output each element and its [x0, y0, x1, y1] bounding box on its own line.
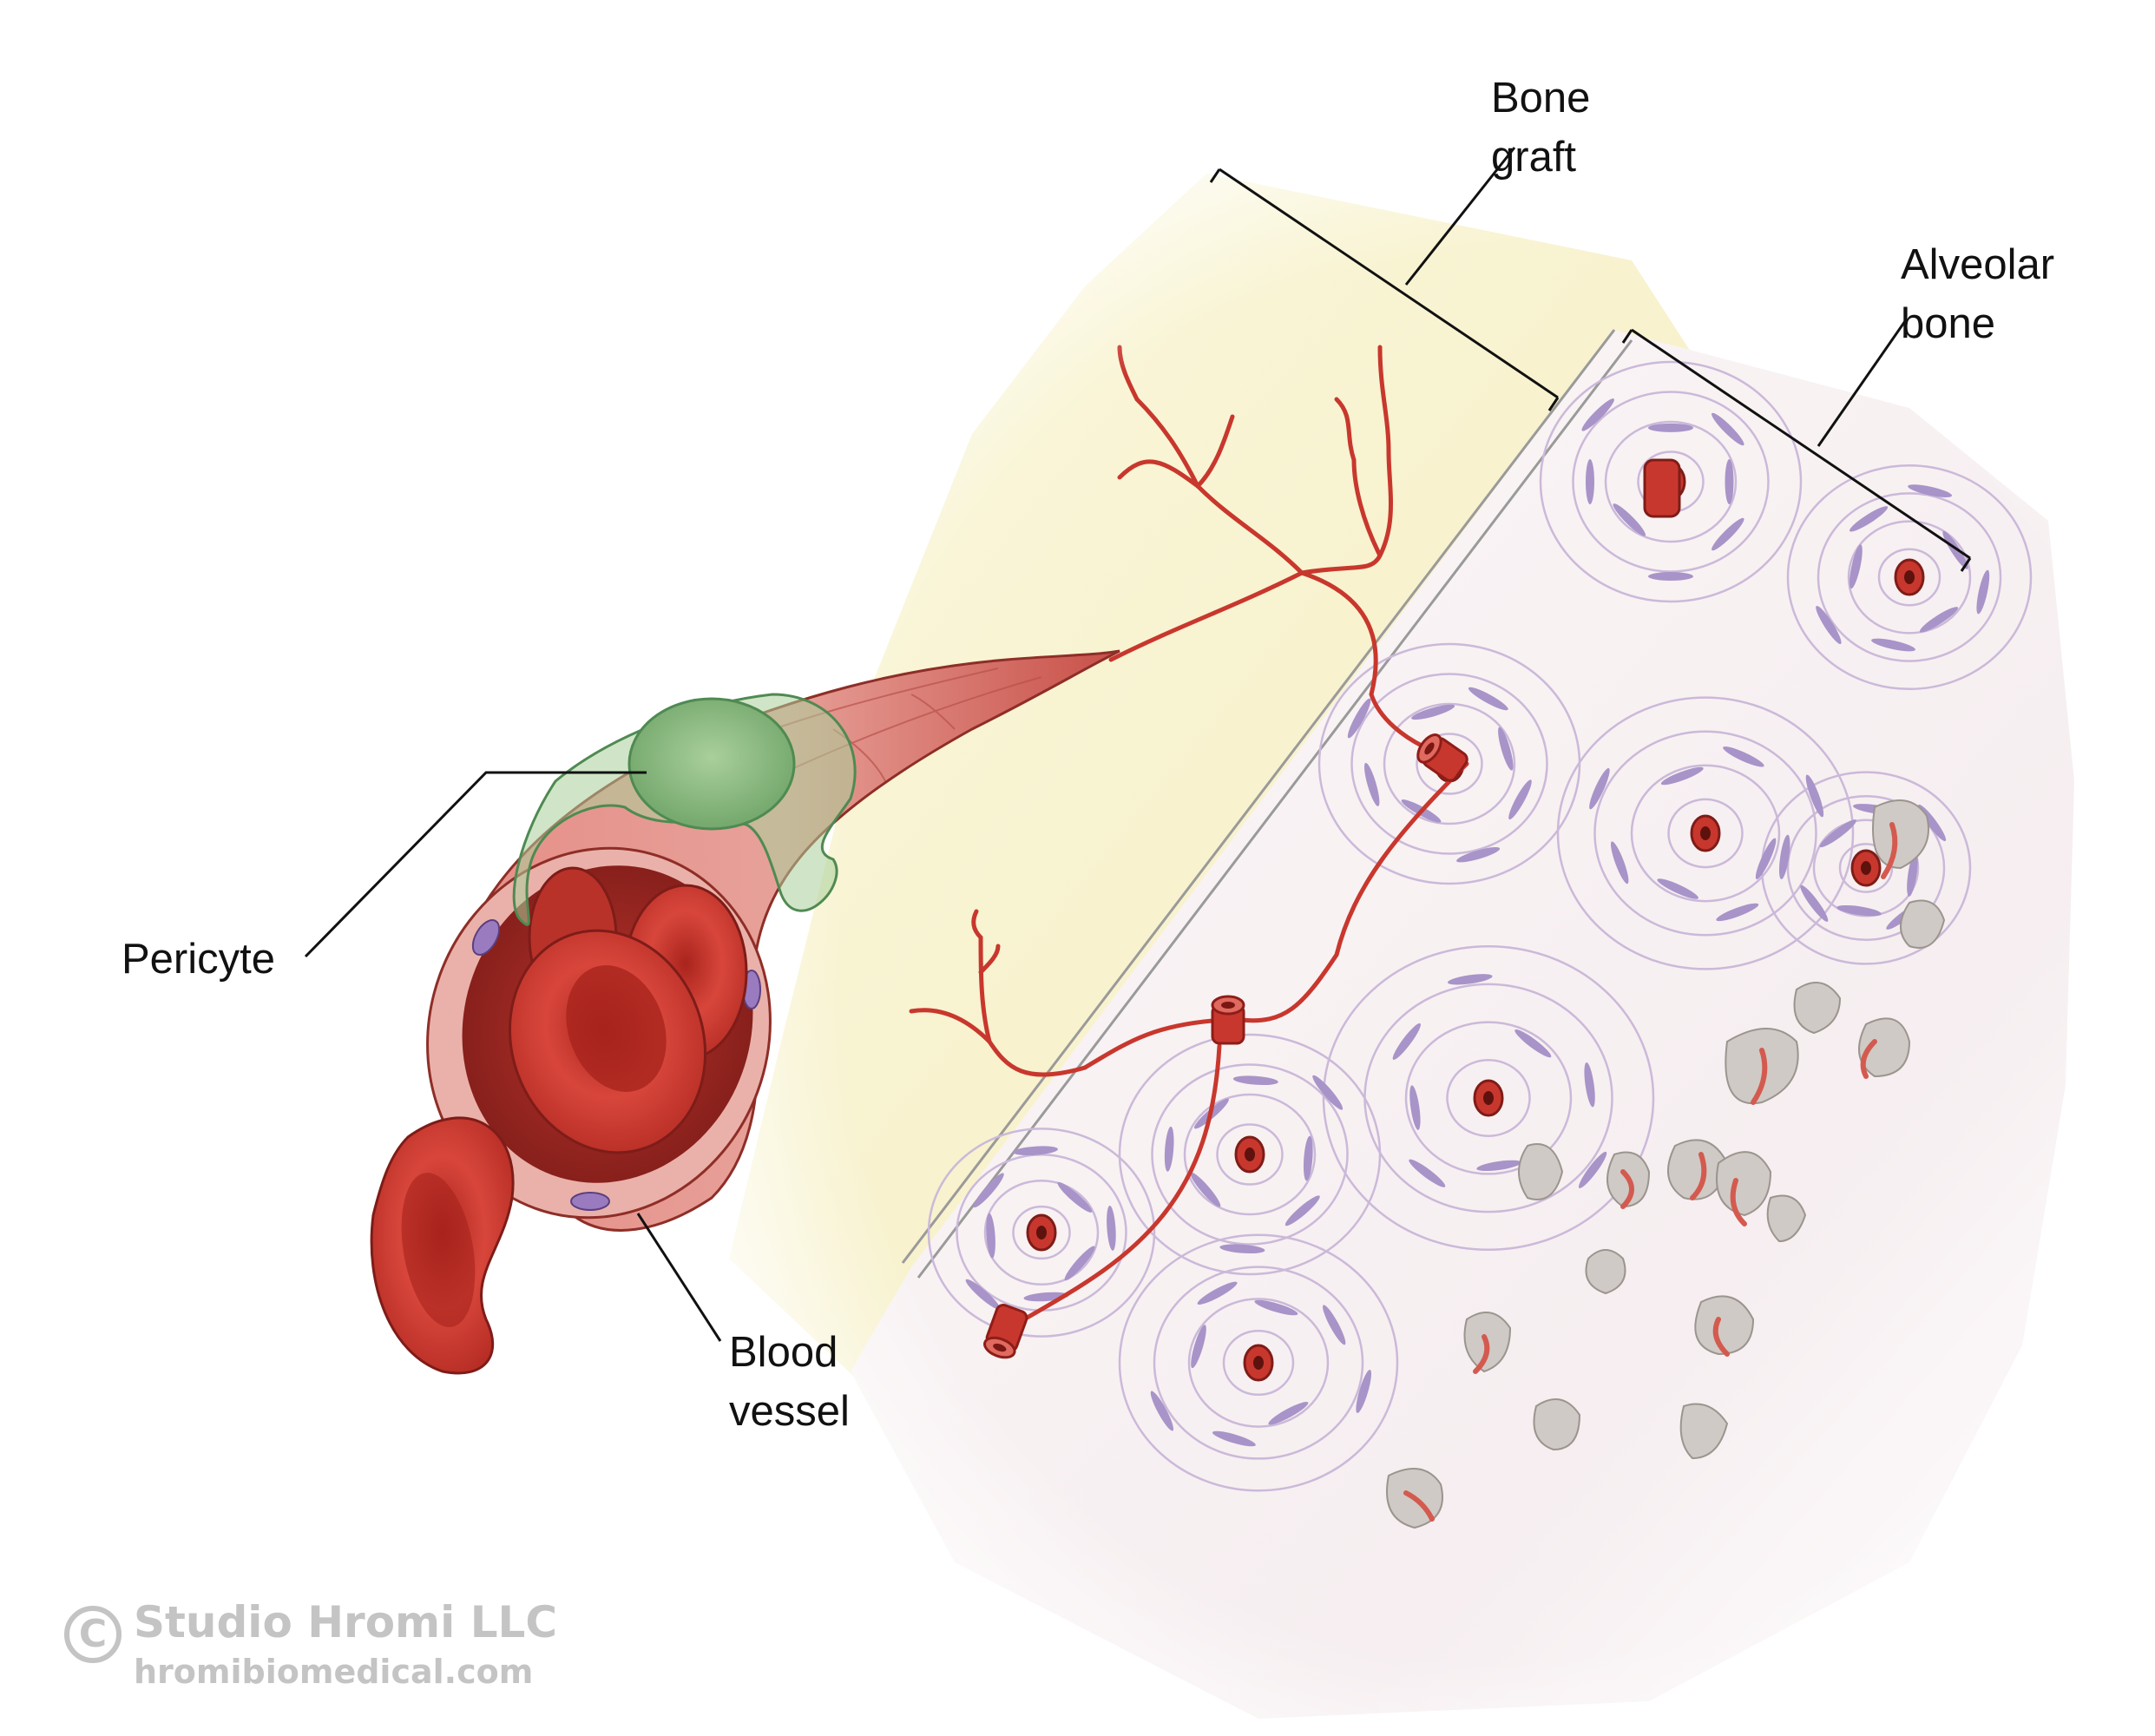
red-blood-cell: [370, 1116, 515, 1375]
leader-lines: [304, 147, 1972, 1342]
alveolar-bone-leader: [1817, 320, 1907, 447]
pericyte-label: Pericyte: [122, 930, 275, 990]
bone-graft-label-line-1: Bone: [1491, 75, 1591, 122]
alveolar-bone-bracket: [1631, 328, 1971, 560]
blood-vessel-label-line-1: Blood: [729, 1329, 838, 1376]
blood-vessel-label: Blood vessel: [729, 1324, 850, 1441]
blood-vessel-leader: [636, 1213, 722, 1342]
bone-graft-label-line-2: graft: [1491, 133, 1577, 181]
blood-vessel-label-line-2: vessel: [729, 1387, 850, 1435]
bone-graft-leader: [1404, 147, 1516, 286]
alveolar-bone-label-line-1: Alveolar: [1901, 241, 2055, 288]
watermark-website: hromibiomedical.com: [134, 1653, 534, 1691]
bone-graft-label: Bone graft: [1491, 69, 1590, 187]
alveolar-bone-label-line-2: bone: [1901, 299, 1996, 347]
pericyte-cell: [512, 693, 857, 926]
red-blood-cells-inside: [508, 866, 748, 1154]
pericyte-label-text: Pericyte: [122, 936, 276, 983]
blood-vessel: [426, 649, 1120, 1232]
edge-fade: [694, 174, 2155, 1736]
watermark-studio-name: Studio Hromi LLC: [134, 1597, 558, 1647]
bone-graft-bracket: [1219, 168, 1559, 399]
pericyte-nucleus: [627, 697, 796, 831]
copyright-icon: C: [64, 1606, 122, 1663]
alveolar-bone-label: Alveolar bone: [1901, 236, 2054, 353]
pericyte-leader: [304, 771, 647, 958]
